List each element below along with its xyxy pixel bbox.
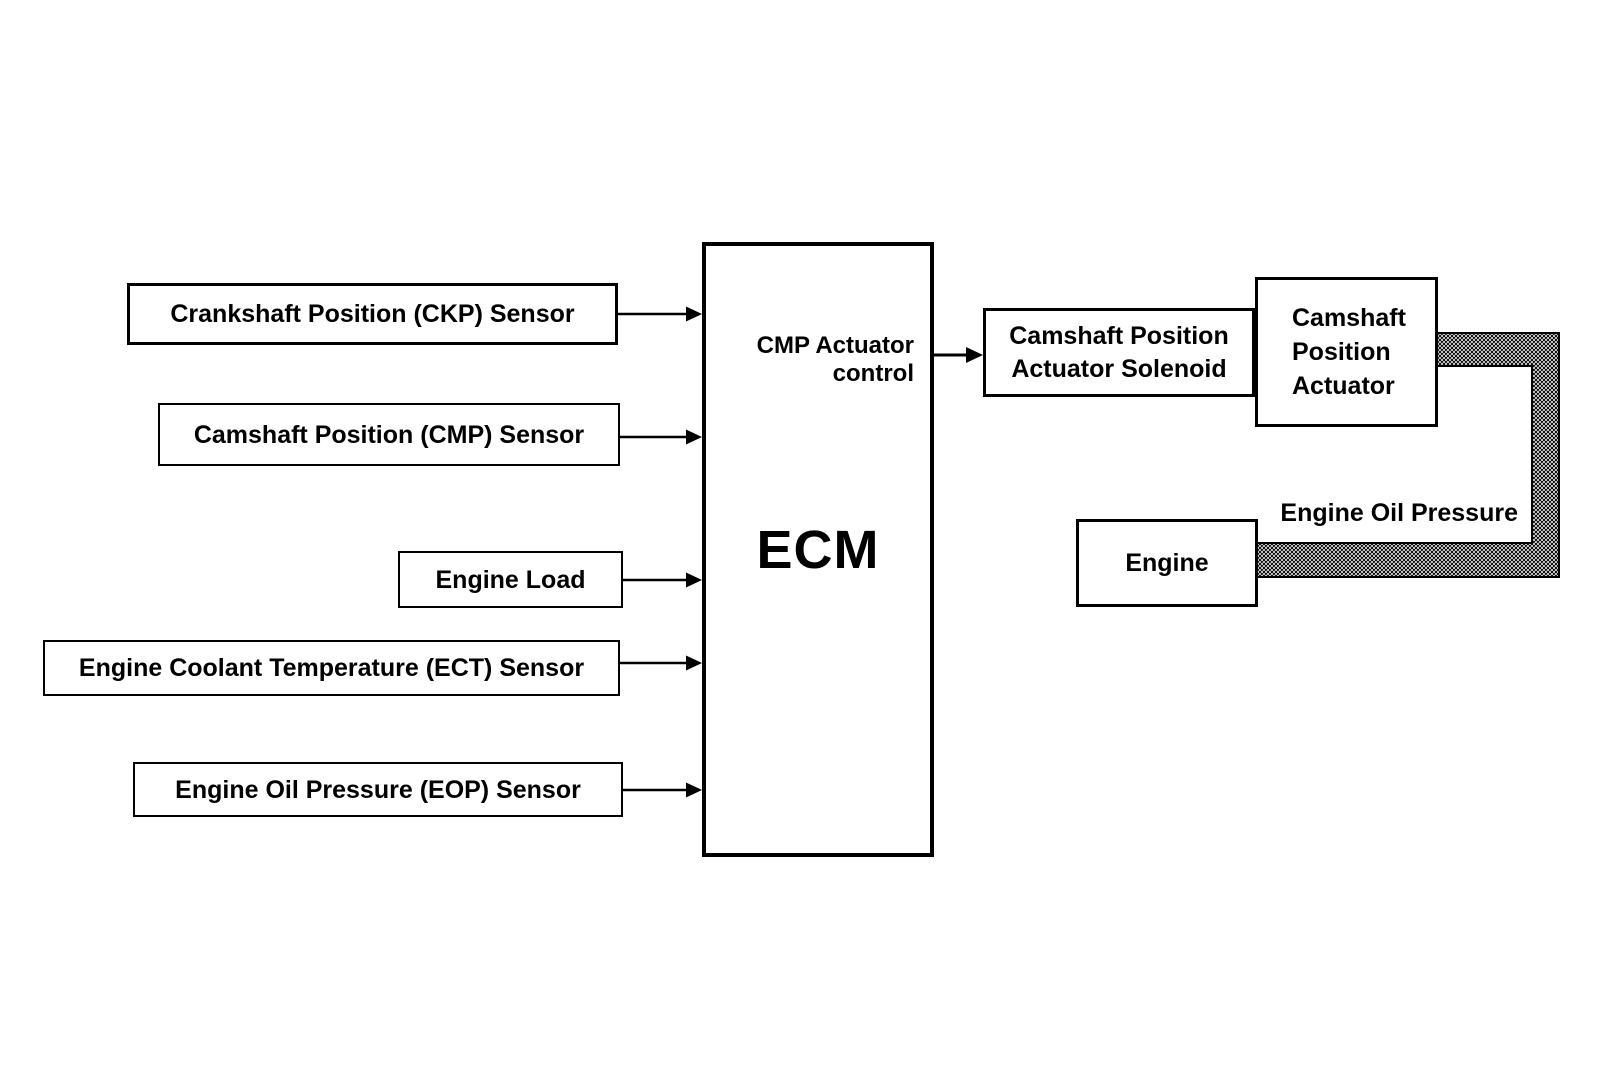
box-engine: Engine xyxy=(1076,519,1258,607)
box-camshaft-position-sensor: Camshaft Position (CMP) Sensor xyxy=(158,403,620,466)
box-camshaft-position-actuator: Camshaft Position Actuator xyxy=(1255,277,1438,427)
box-label: Engine Coolant Temperature (ECT) Sensor xyxy=(78,654,585,682)
box-camshaft-position-actuator-solenoid: Camshaft Position Actuator Solenoid xyxy=(983,308,1255,397)
box-label: Camshaft Position (CMP) Sensor xyxy=(193,420,585,449)
box-engine-coolant-temperature-sensor: Engine Coolant Temperature (ECT) Sensor xyxy=(43,640,620,696)
box-engine-oil-pressure-sensor: Engine Oil Pressure (EOP) Sensor xyxy=(133,762,623,817)
cmp-actuator-control-label: CMP Actuator control xyxy=(756,332,914,387)
arrow-ckp-to-ecm xyxy=(618,306,702,322)
arrow-ect-to-ecm xyxy=(620,655,702,671)
box-label: Engine Load xyxy=(435,565,586,594)
box-ecm: CMP Actuator control ECM xyxy=(702,242,934,857)
box-label: Crankshaft Position (CKP) Sensor xyxy=(170,300,575,328)
engine-oil-pressure-label: Engine Oil Pressure xyxy=(1280,499,1518,527)
box-engine-load: Engine Load xyxy=(398,551,623,608)
arrow-ecm-to-solenoid xyxy=(934,347,983,363)
arrow-eop-to-ecm xyxy=(623,782,702,798)
arrow-engine-load-to-ecm xyxy=(623,572,702,588)
arrow-cmp-to-ecm xyxy=(620,429,702,445)
box-crankshaft-position-sensor: Crankshaft Position (CKP) Sensor xyxy=(127,283,618,345)
box-label: Engine xyxy=(1125,549,1209,577)
box-label: Engine Oil Pressure (EOP) Sensor xyxy=(175,775,581,804)
ecm-title: ECM xyxy=(756,520,880,580)
